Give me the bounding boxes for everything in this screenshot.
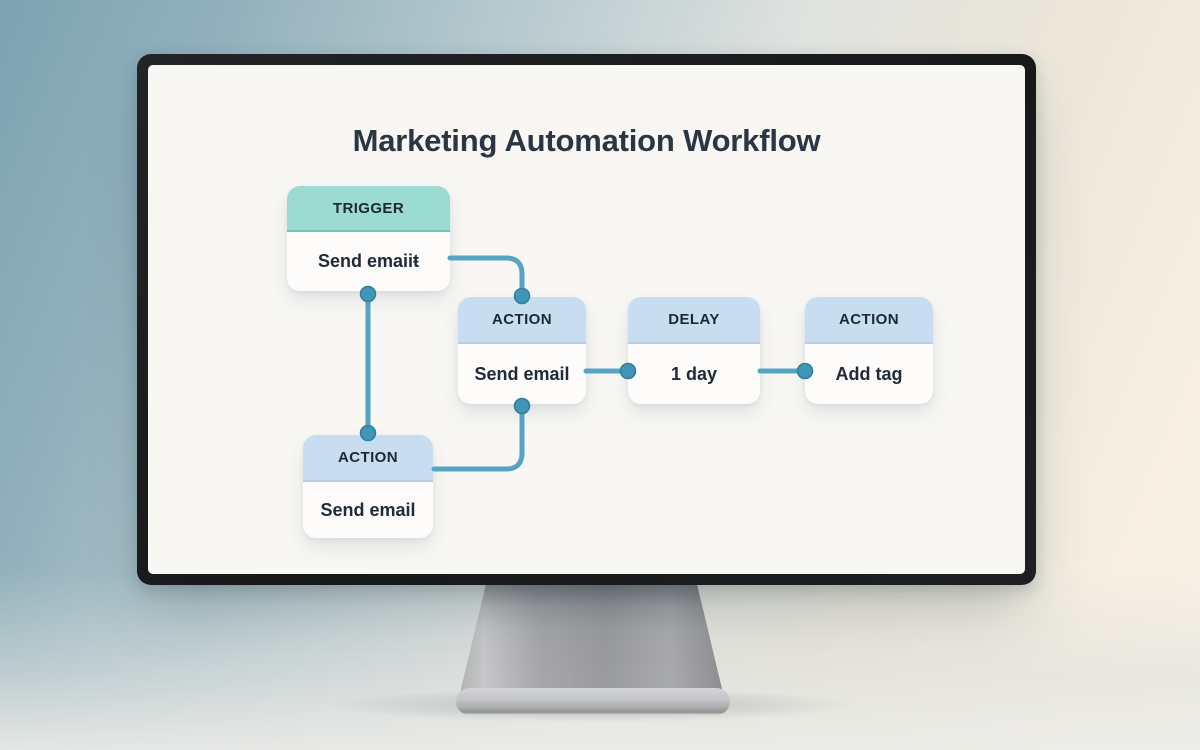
connector-line-mid-action-to-bottom-action — [431, 404, 525, 472]
monitor-screen: Marketing Automation Workflow TRIGGER Se… — [148, 65, 1025, 574]
node-value-delay: 1 day — [670, 363, 718, 384]
workflow-node-delay[interactable]: DELAY 1 day — [628, 297, 760, 404]
node-value-action-bottom: Send email — [320, 499, 416, 520]
workflow-node-action-send-email-bottom[interactable]: ACTION Send email — [303, 435, 433, 538]
monitor-stand-neck — [460, 583, 723, 693]
connector-line-trigger-to-mid-action — [447, 255, 525, 297]
workflow-node-trigger[interactable]: TRIGGER Send emaiiŧ — [287, 186, 450, 291]
monitor-frame: Marketing Automation Workflow TRIGGER Se… — [137, 54, 1036, 585]
node-type-badge-action-mid: ACTION — [458, 297, 586, 344]
node-value-trigger: Send emaiiŧ — [317, 251, 420, 271]
node-type-badge-trigger: TRIGGER — [287, 186, 450, 232]
node-type-badge-action-add-tag: ACTION — [805, 297, 933, 344]
node-type-badge-delay: DELAY — [628, 297, 760, 344]
workflow-title: Marketing Automation Workflow — [352, 123, 821, 158]
node-value-action-mid: Send email — [474, 363, 570, 384]
monitor-stand-base — [456, 688, 730, 715]
node-value-action-add-tag: Add tag — [835, 363, 903, 384]
node-type-badge-action-bottom: ACTION — [303, 435, 433, 482]
workflow-node-action-send-email-mid[interactable]: ACTION Send email — [458, 297, 586, 404]
workflow-node-action-add-tag[interactable]: ACTION Add tag — [805, 297, 933, 404]
